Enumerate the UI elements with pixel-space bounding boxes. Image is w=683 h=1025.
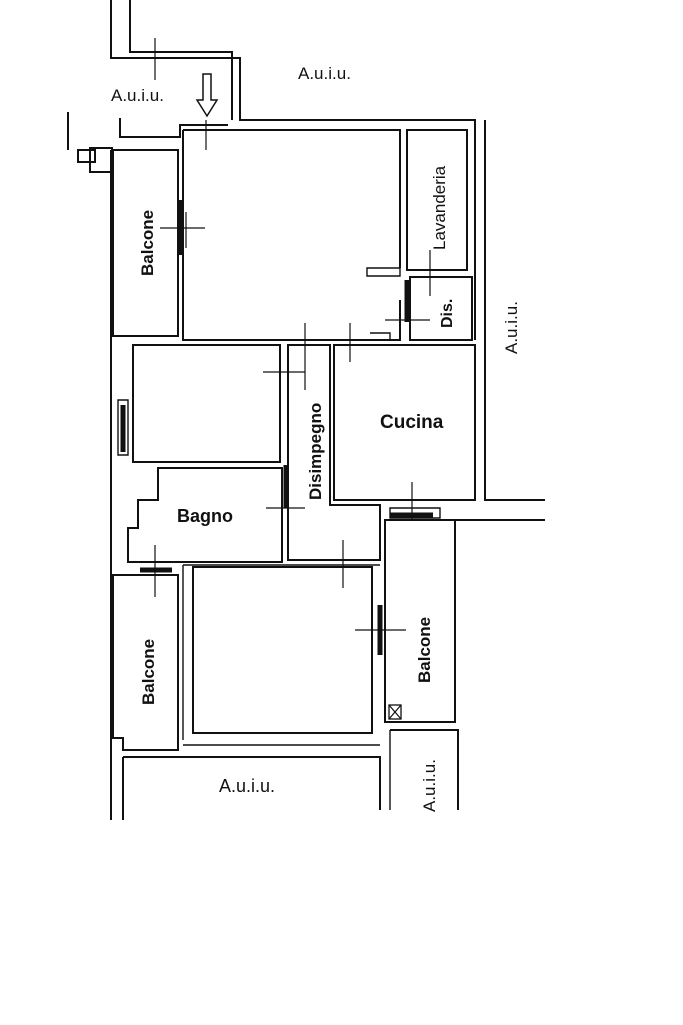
label-balcone-upper-left: Balcone [138,210,157,276]
label-auiu-right: A.u.i.u. [502,301,521,354]
label-dis: Dis. [439,299,456,328]
label-balcone-right: Balcone [415,617,434,683]
label-balcone-lower-left: Balcone [139,639,158,705]
label-auiu-bottom-right: A.u.i.u. [420,759,439,812]
label-bagno: Bagno [177,506,233,526]
label-cucina: Cucina [380,412,444,433]
section-marks [135,38,431,631]
entrance-arrow-icon [195,73,219,118]
label-auiu-top-left: A.u.i.u. [111,86,164,105]
label-disimpegno: Disimpegno [306,403,325,500]
label-auiu-top: A.u.i.u. [298,64,351,83]
shaft-cross-icon [388,704,402,720]
label-auiu-bottom: A.u.i.u. [219,776,275,796]
label-lavanderia: Lavanderia [430,165,449,250]
